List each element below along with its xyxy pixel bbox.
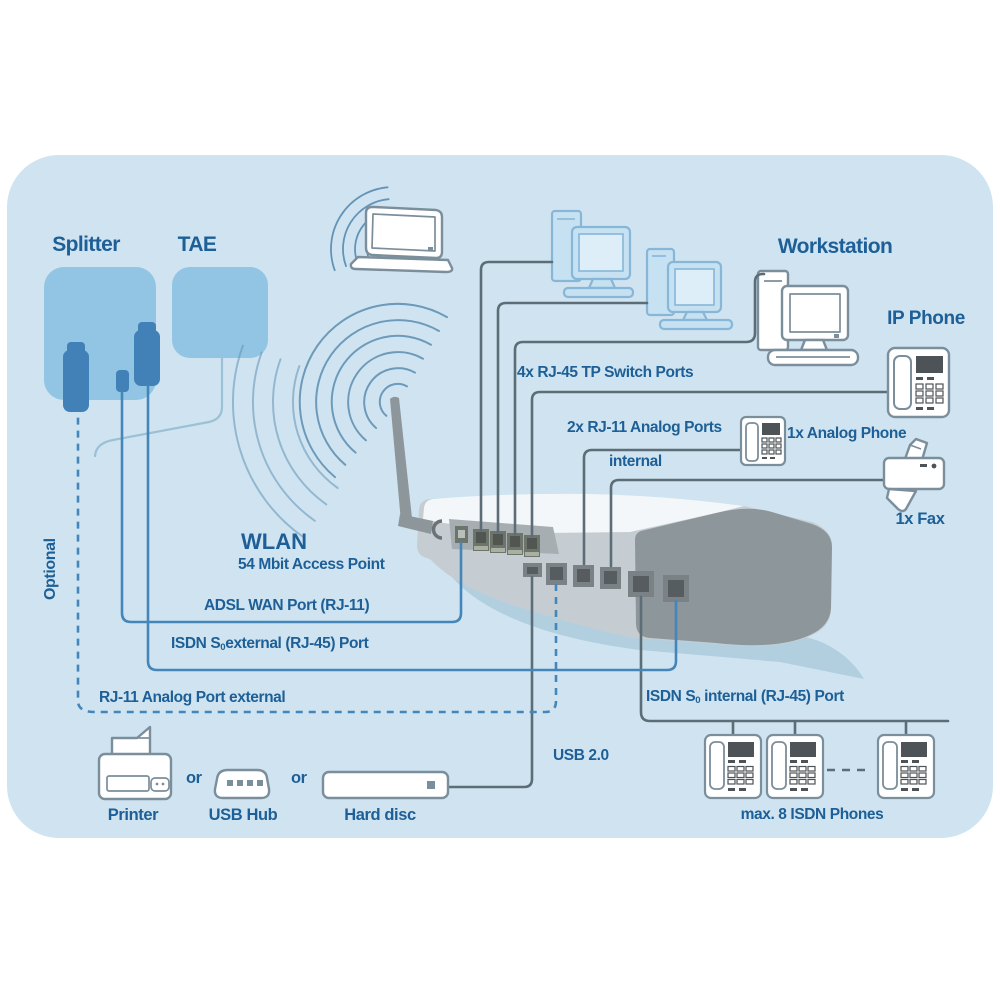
splitter-label: Splitter — [52, 233, 120, 256]
tae-line — [93, 355, 224, 458]
workstation-label: Workstation — [777, 235, 893, 258]
hard-disc-label: Hard disc — [344, 806, 416, 824]
fax-label: 1x Fax — [895, 510, 945, 528]
rj11-external-label: RJ-11 Analog Port external — [99, 689, 286, 706]
isdn-external-line — [146, 384, 678, 672]
ip-phone-label: IP Phone — [887, 308, 965, 329]
printer-icon — [97, 725, 173, 801]
optional-label: Optional — [42, 538, 59, 600]
hard-disc-icon — [321, 770, 450, 800]
desktop-computer-icon — [550, 209, 635, 299]
antenna-socket-icon — [431, 519, 443, 540]
printer-label: Printer — [107, 806, 159, 824]
analog-phone-label: 1x Analog Phone — [787, 425, 907, 442]
switch-port-line-1 — [479, 260, 554, 532]
rj11-ports — [546, 563, 621, 589]
isdn-phone-icon — [765, 733, 825, 800]
switch-port-line-2 — [496, 301, 649, 534]
analog-phone-line — [582, 448, 742, 566]
isdn-internal-line — [639, 595, 950, 737]
analog-phone-icon — [739, 415, 787, 467]
usb-hub-icon — [213, 768, 271, 800]
rj45-switch-ports — [473, 529, 540, 557]
desktop-computer-icon — [645, 247, 734, 331]
adsl-label: ADSL WAN Port (RJ-11) — [204, 597, 370, 614]
isdn-phone-icon — [703, 733, 763, 800]
switch-port-line-3 — [513, 272, 766, 536]
or-label: or — [291, 769, 307, 787]
analog-ports-internal-label: internal — [609, 453, 662, 470]
antenna-mount-icon — [398, 514, 433, 534]
wlan-label: WLAN — [241, 529, 307, 554]
adsl-line — [120, 390, 463, 624]
or-label: or — [186, 769, 202, 787]
ip-phone-icon — [886, 346, 951, 419]
wifi-waves-router-icon — [232, 302, 448, 539]
router-icon — [390, 396, 864, 679]
switch-port-line-4 — [530, 390, 889, 538]
isdn-phone-icon — [876, 733, 936, 800]
antenna-icon — [390, 396, 412, 522]
switch-ports-label: 4x RJ-45 TP Switch Ports — [517, 364, 694, 381]
tae-socket-icon — [172, 267, 268, 358]
laptop-icon — [349, 205, 454, 274]
analog-ports-label: 2x RJ-11 Analog Ports — [567, 419, 722, 436]
usb-port — [523, 563, 542, 577]
splitter-icon — [44, 267, 160, 412]
tae-label: TAE — [177, 233, 217, 256]
usb-label: USB 2.0 — [553, 747, 609, 764]
isdn-external-label: ISDN S0external (RJ-45) Port — [171, 635, 369, 654]
usb-line — [447, 575, 534, 789]
adsl-port — [455, 526, 468, 543]
isdn-ports — [628, 571, 689, 602]
isdn-internal-label: ISDN S0 internal (RJ-45) Port — [646, 688, 844, 707]
workstation-icon — [756, 269, 860, 367]
wlan-subtitle: 54 Mbit Access Point — [238, 556, 385, 573]
fax-icon — [882, 437, 946, 513]
fax-line — [609, 478, 885, 568]
rj11-external-optional-line — [76, 413, 558, 714]
isdn-phones-label: max. 8 ISDN Phones — [740, 806, 884, 823]
usb-hub-label: USB Hub — [208, 806, 278, 824]
